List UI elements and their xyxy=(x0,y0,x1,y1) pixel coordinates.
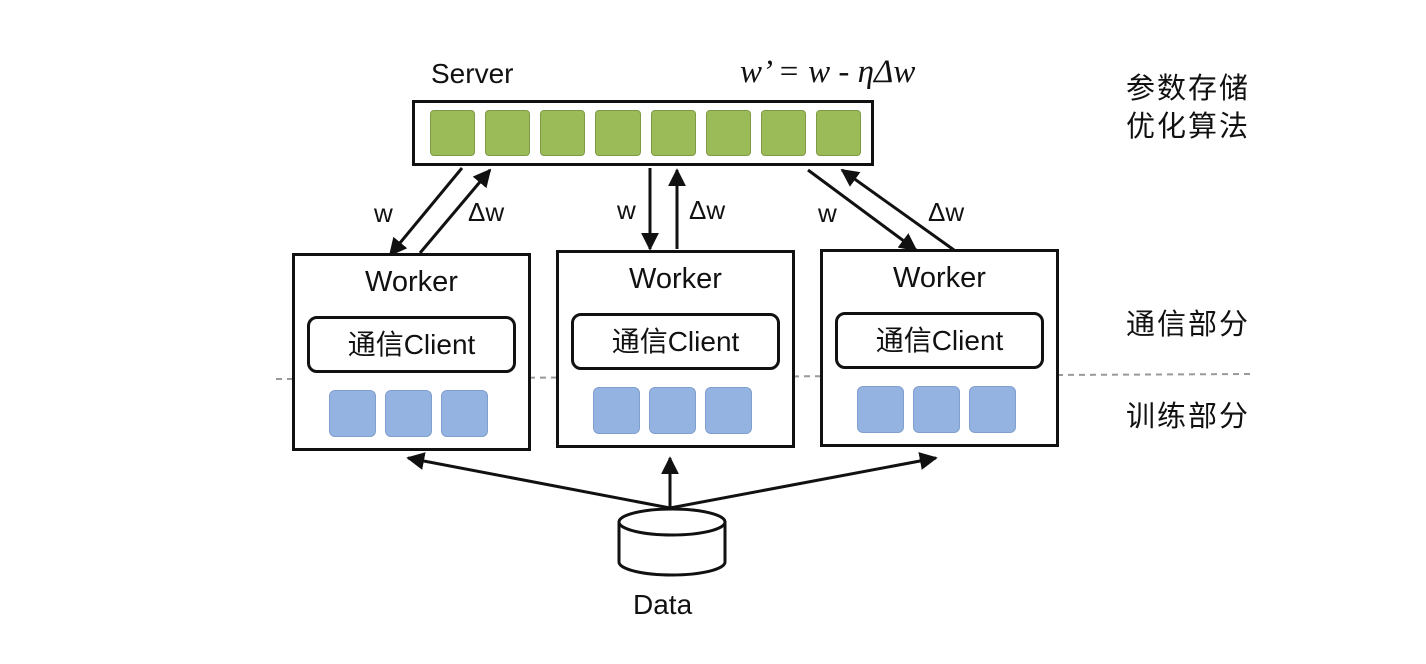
dw-label-2: Δw xyxy=(689,195,726,225)
training-cells xyxy=(857,386,1025,433)
training-cell xyxy=(385,390,432,437)
storage-label-line1: 参数存储 xyxy=(1126,73,1251,105)
server-label: Server xyxy=(431,58,514,89)
dw-label-1: Δw xyxy=(468,197,505,227)
training-cells xyxy=(329,390,497,437)
w-label-3: w xyxy=(818,198,837,228)
parameter-cell xyxy=(650,110,696,156)
database-icon xyxy=(617,507,727,577)
update-formula: w’ = w - ηΔw xyxy=(740,54,916,90)
data-arrow-1 xyxy=(406,452,671,510)
client-box: 通信Client xyxy=(835,312,1044,369)
training-cell xyxy=(649,387,696,434)
data-label: Data xyxy=(633,589,693,620)
training-cell xyxy=(913,386,960,433)
training-label: 训练部分 xyxy=(1126,401,1251,433)
training-cells xyxy=(593,387,761,434)
worker-box-3: Worker 通信Client xyxy=(820,249,1059,447)
training-cell xyxy=(969,386,1016,433)
communication-label: 通信部分 xyxy=(1126,309,1251,341)
worker-box-1: Worker 通信Client xyxy=(292,253,531,451)
parameter-cell xyxy=(760,110,806,156)
parameter-cell xyxy=(430,110,476,156)
training-cell xyxy=(857,386,904,433)
parameter-cells xyxy=(415,103,871,163)
w-arrow-1 xyxy=(388,167,464,257)
worker-title: Worker xyxy=(365,266,458,298)
dw-arrow-3 xyxy=(840,168,955,252)
w-label-2: w xyxy=(617,195,636,225)
parameter-cell xyxy=(705,110,751,156)
training-cell xyxy=(705,387,752,434)
training-cell xyxy=(441,390,488,437)
w-arrow-3 xyxy=(807,168,918,252)
data-arrow-3 xyxy=(669,452,938,510)
parameter-cell xyxy=(540,110,586,156)
training-cell xyxy=(329,390,376,437)
client-box: 通信Client xyxy=(307,316,516,373)
client-box: 通信Client xyxy=(571,313,780,370)
training-cell xyxy=(593,387,640,434)
parameter-cell xyxy=(815,110,861,156)
storage-label-line2: 优化算法 xyxy=(1126,111,1251,143)
worker-title: Worker xyxy=(893,262,986,294)
dw-arrow-1 xyxy=(418,168,492,254)
server-box xyxy=(412,100,874,166)
worker-title: Worker xyxy=(629,263,722,295)
worker-box-2: Worker 通信Client xyxy=(556,250,795,448)
parameter-cell xyxy=(595,110,641,156)
parameter-cell xyxy=(485,110,531,156)
w-label-1: w xyxy=(374,198,393,228)
dw-label-3: Δw xyxy=(928,197,965,227)
